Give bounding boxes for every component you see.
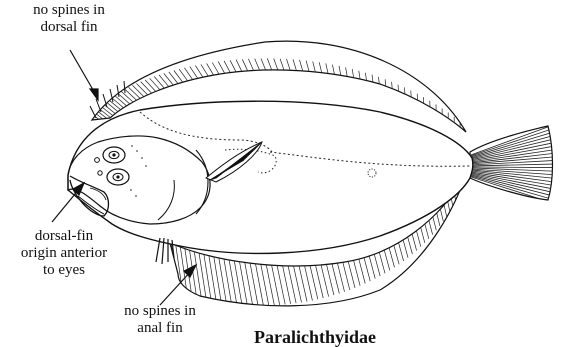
eye-upper: [103, 147, 125, 163]
label-no-anal-spines: no spines in anal fin: [100, 303, 220, 337]
family-name-title: Paralichthyidae: [230, 327, 400, 347]
caudal-fin: [468, 124, 556, 204]
label-no-dorsal-spines: no spines in dorsal fin: [9, 2, 129, 36]
dorsal-fin-ray: [436, 104, 437, 131]
eye-lower: [107, 169, 129, 185]
arrow-dorsal-origin: [52, 188, 80, 222]
arrow-dorsal-spines: [70, 50, 96, 95]
label-dorsal-fin-origin: dorsal-fin origin anterior to eyes: [4, 228, 124, 279]
